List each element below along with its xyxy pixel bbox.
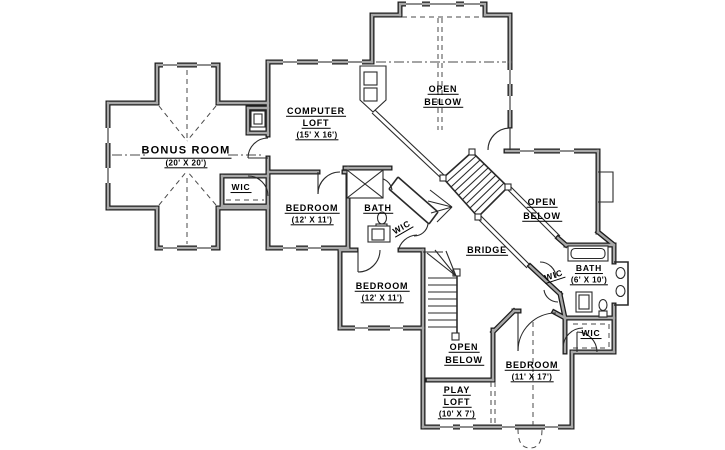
room-label-bath-mid: BATH: [363, 202, 393, 215]
room-label-bedroom-3: BEDROOM: [504, 359, 560, 372]
bath-fixtures: [250, 110, 629, 318]
room-label-open-below-bottom-line1: OPEN: [448, 341, 480, 354]
room-dims-play-loft: (10' X 7'): [437, 409, 477, 420]
room-dims-bedroom-1: (12' X 11'): [290, 215, 334, 226]
main-staircase: [427, 148, 512, 223]
room-label-open-below-bottom-line2: BELOW: [444, 354, 484, 367]
room-label-open-below-right-line2: BELOW: [522, 210, 562, 223]
lower-staircase: [423, 249, 461, 341]
room-label-computer-loft-line2: LOFT: [301, 117, 331, 130]
stair-railings: [371, 109, 561, 269]
room-dims-bedroom-2: (12' X 11'): [360, 293, 404, 304]
room-dims-bedroom-3: (11' X 17'): [510, 372, 554, 383]
window-marks: [105, 1, 574, 430]
room-label-open-below-top-line2: BELOW: [423, 96, 463, 109]
dashed-reference-lines: [112, 16, 610, 449]
room-label-play-loft-line1: PLAY: [442, 384, 472, 397]
room-dims-computer-loft: (15' X 16'): [295, 130, 339, 141]
room-dims-bonus-room: (20' X 20'): [164, 158, 208, 169]
room-label-bonus-room: BONUS ROOM: [140, 144, 232, 159]
room-label-bedroom-1: BEDROOM: [284, 202, 340, 215]
diagonal-wic-walls: [388, 176, 439, 225]
room-label-wic-bonus: WIC: [230, 182, 252, 193]
room-label-computer-loft-line1: COMPUTER: [286, 105, 346, 118]
door-arcs: [247, 127, 598, 353]
room-dims-bath-right: (6' X 10'): [569, 275, 609, 286]
room-label-bath-right: BATH: [574, 263, 604, 274]
room-label-open-below-top-line1: OPEN: [427, 83, 459, 96]
room-label-open-below-right-line1: OPEN: [526, 196, 558, 209]
fireplace-chimney: [359, 65, 387, 113]
room-label-wic-bottom-right: WIC: [580, 328, 602, 339]
room-label-bedroom-2: BEDROOM: [354, 280, 410, 293]
room-label-bridge: BRIDGE: [466, 244, 508, 257]
room-label-play-loft-line2: LOFT: [442, 396, 472, 409]
